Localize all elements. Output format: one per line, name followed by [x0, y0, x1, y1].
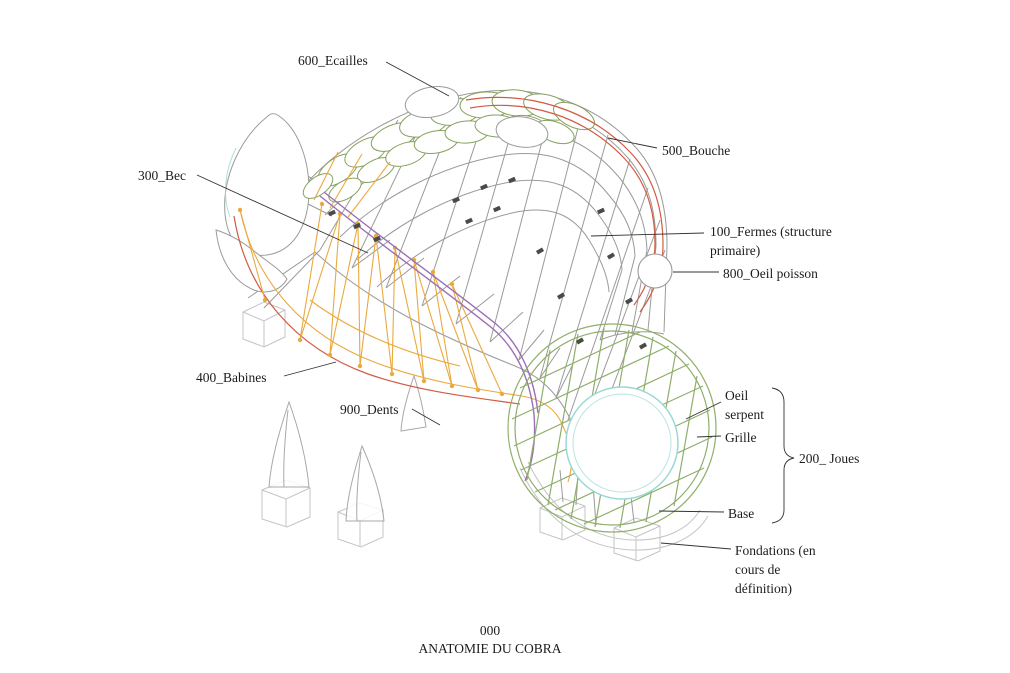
joues-brace: [771, 387, 795, 524]
callout-bec: 300_Bec: [138, 168, 186, 183]
beak-drawing: [215, 113, 310, 293]
drawing-code: 000: [479, 623, 501, 638]
oeil-serpent-drawing: [565, 386, 679, 500]
callout-grille: Grille: [725, 430, 757, 445]
babines-drawing: [239, 151, 572, 483]
callout-dents: 900_Dents: [340, 402, 399, 417]
callout-babines: 400_Babines: [196, 370, 267, 385]
leader-babines: [283, 361, 337, 377]
callout-joues: 200_ Joues: [799, 451, 860, 466]
callout-fermes: 100_Fermes (structure primaire): [710, 224, 832, 258]
teeth-drawing: [268, 374, 427, 522]
leader-bec: [196, 174, 369, 254]
leader-bouche: [607, 137, 658, 149]
leader-fermes: [590, 232, 705, 237]
callout-oeil-serpent: Oeil serpent: [725, 388, 764, 422]
leader-ecailles: [385, 61, 450, 97]
leader-lines: [196, 61, 795, 550]
callout-oeil-poisson: 800_Oeil poisson: [723, 266, 818, 281]
leader-fondations: [660, 542, 732, 550]
callout-ecailles: 600_Ecailles: [298, 53, 368, 68]
spine-drawing: [319, 191, 539, 482]
drawing-title: ANATOMIE DU COBRA: [418, 641, 562, 657]
beak-cyan-arc: [225, 147, 237, 218]
leader-dents: [411, 408, 441, 426]
callout-base: Base: [728, 506, 755, 521]
connection-details: [327, 176, 648, 350]
callout-bouche: 500_Bouche: [662, 143, 731, 158]
title-block: 000 ANATOMIE DU COBRA: [330, 622, 650, 658]
callout-fondations: Fondations (en cours de définition): [735, 543, 816, 596]
leader-oeil-serpent: [685, 401, 722, 420]
leader-base: [658, 510, 725, 513]
leader-grille: [696, 435, 722, 438]
oeil-poisson-drawing: [637, 253, 673, 289]
